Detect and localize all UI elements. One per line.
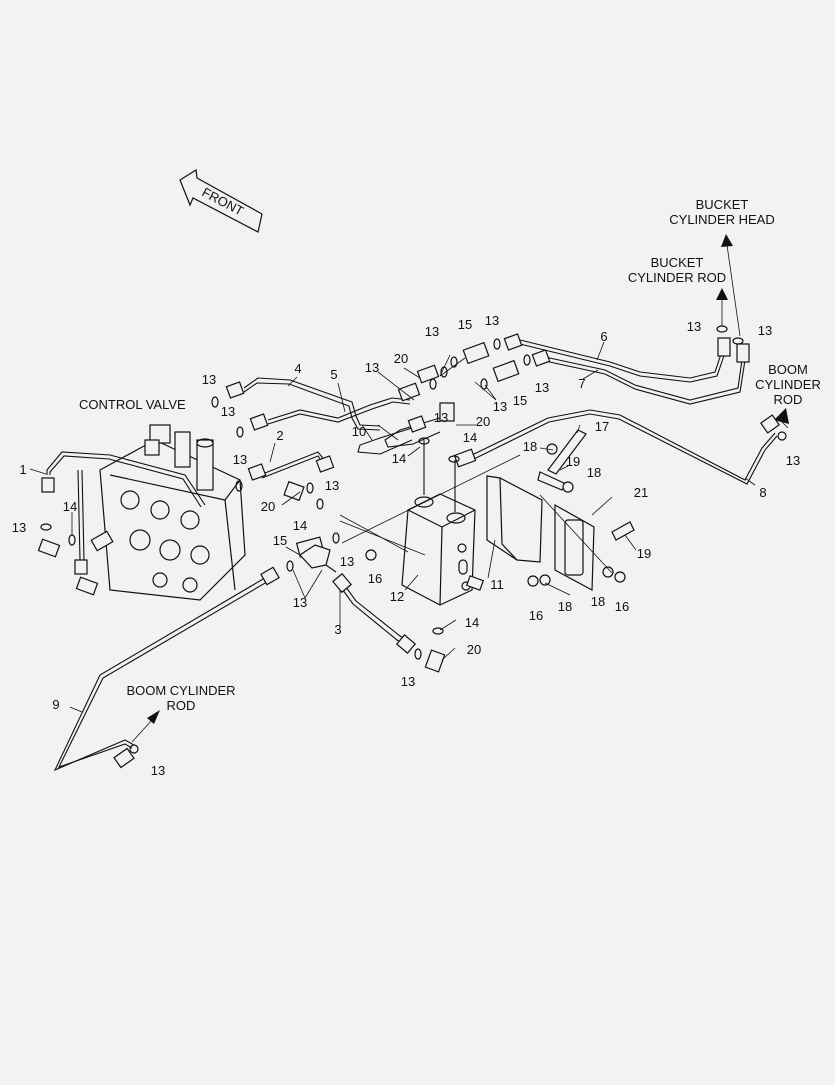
callout-19: 19 [637, 546, 651, 561]
callout-13: 13 [340, 554, 354, 569]
leader-lines [29, 341, 756, 713]
callout-13: 13 [401, 674, 415, 689]
o-rings [40, 325, 787, 754]
callout-20: 20 [476, 414, 490, 429]
hydraulic-tubes [41, 339, 778, 772]
callout-18: 18 [523, 439, 537, 454]
callout-20: 20 [467, 642, 481, 657]
callout-13: 13 [535, 380, 549, 395]
bucket-rod-label-line1: BUCKET [651, 255, 704, 270]
callout-16: 16 [529, 608, 543, 623]
callout-13: 13 [221, 404, 235, 419]
callout-13: 13 [786, 453, 800, 468]
callout-1: 1 [19, 462, 26, 477]
callout-9: 9 [52, 697, 59, 712]
callout-13: 13 [233, 452, 247, 467]
callout-16: 16 [368, 571, 382, 586]
callout-17: 17 [595, 419, 609, 434]
callout-13: 13 [758, 323, 772, 338]
bucket-head-label-line2: CYLINDER HEAD [669, 212, 774, 227]
callout-3: 3 [334, 622, 341, 637]
bucket-rod-label-line2: CYLINDER ROD [628, 270, 726, 285]
callout-8: 8 [759, 485, 766, 500]
callout-13: 13 [687, 319, 701, 334]
callout-11: 11 [490, 577, 504, 592]
callout-13: 13 [325, 478, 339, 493]
callout-14: 14 [293, 518, 307, 533]
boom-rod-right-label-line1: BOOM [768, 362, 808, 377]
callout-13: 13 [493, 399, 507, 414]
callout-6: 6 [600, 329, 607, 344]
tee-fitting [299, 544, 337, 573]
callout-15: 15 [458, 317, 472, 332]
callout-18: 18 [587, 465, 601, 480]
callout-13: 13 [485, 313, 499, 328]
front-arrow: FRONT [179, 168, 263, 233]
boom-rod-right-label-line2: CYLINDER [755, 377, 821, 392]
brackets [365, 429, 635, 591]
valve-block [401, 440, 485, 606]
callout-5: 5 [330, 367, 337, 382]
callout-numbers: 1 2 3 4 5 6 7 8 9 10 11 12 21 17 13 13 1… [12, 313, 800, 778]
callout-21: 21 [634, 485, 648, 500]
callout-20: 20 [394, 351, 408, 366]
callout-14: 14 [392, 451, 406, 466]
callout-10: 10 [352, 424, 366, 439]
callout-14: 14 [463, 430, 477, 445]
callout-19: 19 [566, 454, 580, 469]
callout-20: 20 [261, 499, 275, 514]
callout-15: 15 [273, 533, 287, 548]
callout-13: 13 [151, 763, 165, 778]
control-valve [99, 424, 246, 601]
control-valve-label: CONTROL VALVE [79, 397, 186, 412]
callout-7: 7 [578, 376, 585, 391]
callout-18: 18 [591, 594, 605, 609]
callout-16: 16 [615, 599, 629, 614]
callout-2: 2 [276, 428, 283, 443]
callout-14: 14 [465, 615, 479, 630]
callout-12: 12 [390, 589, 404, 604]
boom-rod-left-label-line1: BOOM CYLINDER [126, 683, 235, 698]
boom-rod-right-label-line3: ROD [774, 392, 803, 407]
callout-13: 13 [202, 372, 216, 387]
callout-13: 13 [293, 595, 307, 610]
direction-arrows [131, 234, 789, 743]
callout-13: 13 [365, 360, 379, 375]
bucket-head-label-line1: BUCKET [696, 197, 749, 212]
callout-4: 4 [294, 361, 301, 376]
fittings [37, 333, 781, 769]
callout-13: 13 [434, 410, 448, 425]
callout-15: 15 [513, 393, 527, 408]
callout-13: 13 [12, 520, 26, 535]
callout-13: 13 [425, 324, 439, 339]
callout-18: 18 [558, 599, 572, 614]
boom-rod-left-label-line2: ROD [167, 698, 196, 713]
text-labels: CONTROL VALVE BUCKET CYLINDER HEAD BUCKE… [79, 197, 821, 713]
callout-14: 14 [63, 499, 77, 514]
